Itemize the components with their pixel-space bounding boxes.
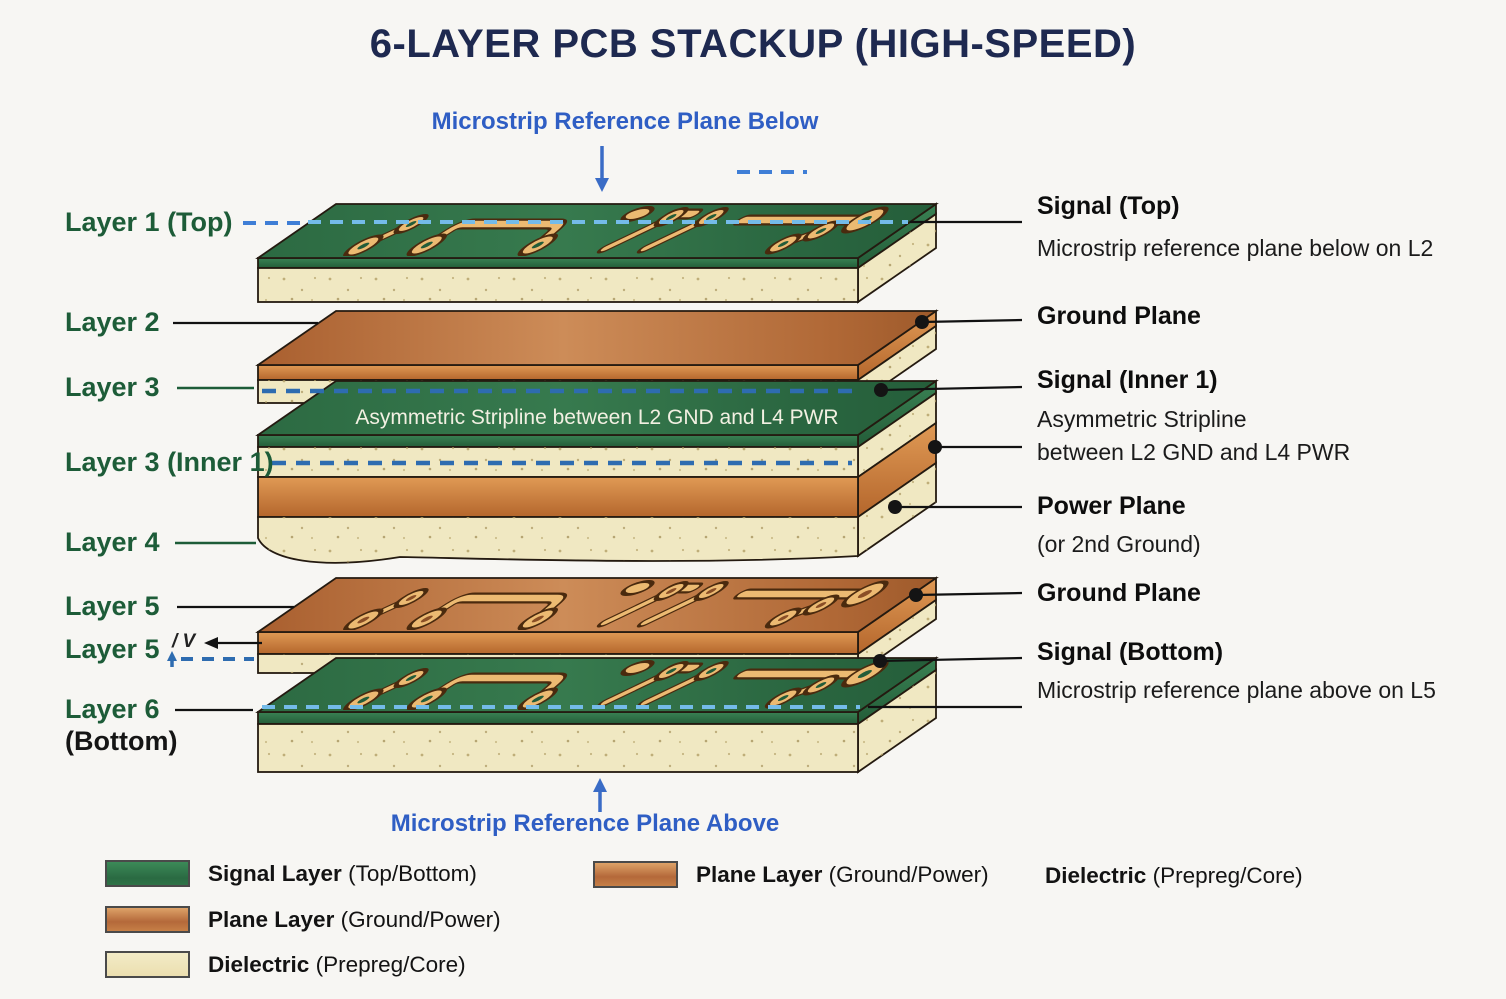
legend-swatch-signal xyxy=(105,860,190,887)
label-layer-3: Layer 3 xyxy=(65,372,160,402)
right-label-signal-top: Signal (Top) xyxy=(1037,192,1180,220)
legend-swatch-dielectric xyxy=(105,951,190,978)
legend-plane-bold: Plane Layer xyxy=(208,906,335,932)
label-layer-5-marks: / V xyxy=(172,631,196,652)
legend-dielectric-bold: Dielectric xyxy=(208,951,310,977)
right-label-ground-2: Ground Plane xyxy=(1037,579,1201,607)
label-layer-3-inner: Layer 3 (Inner 1) xyxy=(65,447,274,477)
legend-label-plane-2: Plane Layer (Ground/Power) xyxy=(696,862,989,888)
legend-label-dielectric: Dielectric (Prepreg/Core) xyxy=(208,952,466,978)
legend-dielectric-2-bold: Dielectric xyxy=(1045,863,1147,888)
arrow-up-small-icon xyxy=(167,651,177,661)
label-layer-6-bottom: (Bottom) xyxy=(65,726,178,756)
right-desc-signal-inner-1: Asymmetric Stripline xyxy=(1037,406,1247,432)
right-label-signal-bottom: Signal (Bottom) xyxy=(1037,638,1224,666)
legend-swatch-plane-2 xyxy=(593,861,678,888)
legend-swatch-plane xyxy=(105,906,190,933)
right-label-signal-inner: Signal (Inner 1) xyxy=(1037,366,1218,394)
legend-row-signal: Signal Layer (Top/Bottom) xyxy=(105,860,477,887)
right-label-ground-1: Ground Plane xyxy=(1037,302,1201,330)
legend-signal-normal: (Top/Bottom) xyxy=(348,860,477,886)
legend-row-plane-2: Plane Layer (Ground/Power) xyxy=(593,861,989,888)
stripline-annotation: Asymmetric Stripline between L2 GND and … xyxy=(355,406,839,429)
legend-dielectric-2-normal: (Prepreg/Core) xyxy=(1152,863,1303,888)
right-desc-signal-top: Microstrip reference plane below on L2 xyxy=(1037,235,1434,261)
arrow-left-icon xyxy=(204,637,218,649)
legend-plane-2-normal: (Ground/Power) xyxy=(828,861,989,887)
right-label-power: Power Plane xyxy=(1037,492,1186,520)
label-layer-1: Layer 1 (Top) xyxy=(65,207,233,237)
legend-row-plane: Plane Layer (Ground/Power) xyxy=(105,906,501,933)
label-layer-6: Layer 6 xyxy=(65,694,160,724)
label-layer-5b: Layer 5 xyxy=(65,634,160,664)
label-layer-2: Layer 2 xyxy=(65,307,160,337)
legend-signal-bold: Signal Layer xyxy=(208,860,342,886)
board-layer-3-4-stripline-power xyxy=(255,379,939,564)
legend-label-signal: Signal Layer (Top/Bottom) xyxy=(208,861,477,887)
legend-dielectric-normal: (Prepreg/Core) xyxy=(315,951,466,977)
annotation-top: Microstrip Reference Plane Below xyxy=(431,108,819,135)
legend-row-dielectric: Dielectric (Prepreg/Core) xyxy=(105,951,466,978)
label-layer-5a: Layer 5 xyxy=(65,591,160,621)
label-layer-4: Layer 4 xyxy=(65,527,160,557)
legend-plane-2-bold: Plane Layer xyxy=(696,861,823,887)
right-desc-power: (or 2nd Ground) xyxy=(1037,531,1201,557)
right-desc-signal-inner-2: between L2 GND and L4 PWR xyxy=(1037,439,1351,465)
legend-plane-normal: (Ground/Power) xyxy=(340,906,501,932)
right-desc-signal-bottom: Microstrip reference plane above on L5 xyxy=(1037,677,1436,703)
annotation-bottom: Microstrip Reference Plane Above xyxy=(390,810,780,837)
callout-lines xyxy=(167,146,1023,812)
legend-label-dielectric-2: Dielectric (Prepreg/Core) xyxy=(1045,862,1303,889)
page-title: 6-LAYER PCB STACKUP (HIGH-SPEED) xyxy=(369,22,1137,66)
board-layer-1-signal-top xyxy=(255,202,939,304)
board-layer-6-signal-bottom xyxy=(255,656,939,774)
legend-label-plane: Plane Layer (Ground/Power) xyxy=(208,907,501,933)
